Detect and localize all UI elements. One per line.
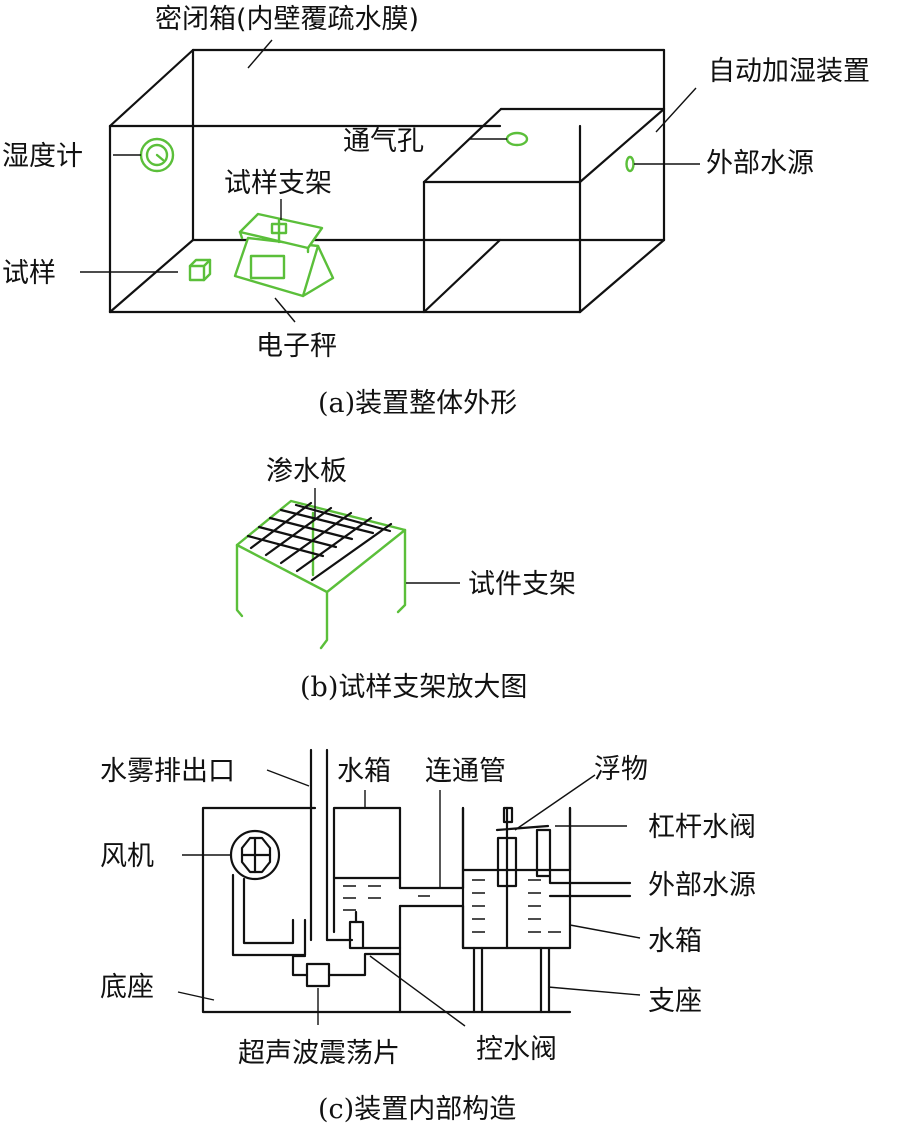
label-specimen-holder: 试件支架 — [468, 569, 576, 600]
left-water-tank — [332, 806, 465, 1014]
label-water-tank-top: 水箱 — [337, 756, 391, 787]
label-connecting-pipe: 连通管 — [425, 756, 506, 787]
label-sample-holder: 试样支架 — [224, 168, 332, 199]
ultrasonic-oscillator — [291, 952, 402, 988]
label-sample: 试样 — [2, 258, 56, 289]
panel-a: 密闭箱(内壁覆疏水膜) 湿度计 试样支架 通气孔 自动加湿装置 外部水源 试样 … — [2, 4, 870, 419]
tank-supports — [472, 946, 551, 1014]
vent-hole — [505, 131, 529, 147]
humidifier-box — [422, 107, 666, 314]
label-base: 底座 — [100, 972, 154, 1003]
label-ultrasonic-oscillator: 超声波震荡片 — [238, 1038, 400, 1069]
electronic-scale — [233, 236, 335, 298]
label-water-plate: 渗水板 — [266, 456, 347, 487]
base-housing — [201, 806, 572, 1014]
hygrometer-icon — [139, 137, 175, 173]
label-electronic-scale: 电子秤 — [256, 331, 337, 362]
panel-b: 渗水板 试件支架 (b)试样支架放大图 — [235, 456, 576, 703]
control-valve — [348, 910, 402, 950]
label-mist-outlet: 水雾排出口 — [100, 756, 235, 787]
label-fan: 风机 — [100, 841, 154, 872]
caption-c: (c)装置内部构造 — [318, 1094, 516, 1125]
label-water-tank-side: 水箱 — [648, 926, 702, 957]
mist-outlet-tube — [309, 748, 354, 942]
label-auto-humidifier: 自动加湿装置 — [708, 56, 870, 87]
label-external-water-c: 外部水源 — [648, 870, 756, 901]
label-support: 支座 — [648, 986, 702, 1017]
label-float: 浮物 — [594, 754, 648, 785]
panel-c: 水雾排出口 水箱 连通管 浮物 杠杆水阀 风机 外部水源 水箱 底座 支座 超声… — [100, 748, 756, 1125]
water-plate-grid — [246, 501, 393, 582]
caption-b: (b)试样支架放大图 — [300, 672, 527, 703]
sample-holder-a — [238, 212, 324, 254]
water-dashes — [343, 879, 561, 933]
label-hygrometer: 湿度计 — [2, 141, 83, 172]
label-control-valve: 控水阀 — [476, 1034, 557, 1065]
label-sealed-box: 密闭箱(内壁覆疏水膜) — [155, 4, 419, 35]
specimen-holder-frame — [235, 499, 407, 650]
caption-a: (a)装置整体外形 — [318, 388, 517, 419]
sample-cube — [188, 258, 212, 282]
float-valve-assembly — [495, 806, 632, 950]
fan-icon — [229, 829, 281, 881]
label-lever-valve: 杠杆水阀 — [648, 812, 756, 843]
label-external-water-a: 外部水源 — [706, 148, 814, 179]
label-vent-hole: 通气孔 — [343, 126, 424, 157]
water-inlet — [625, 155, 635, 173]
